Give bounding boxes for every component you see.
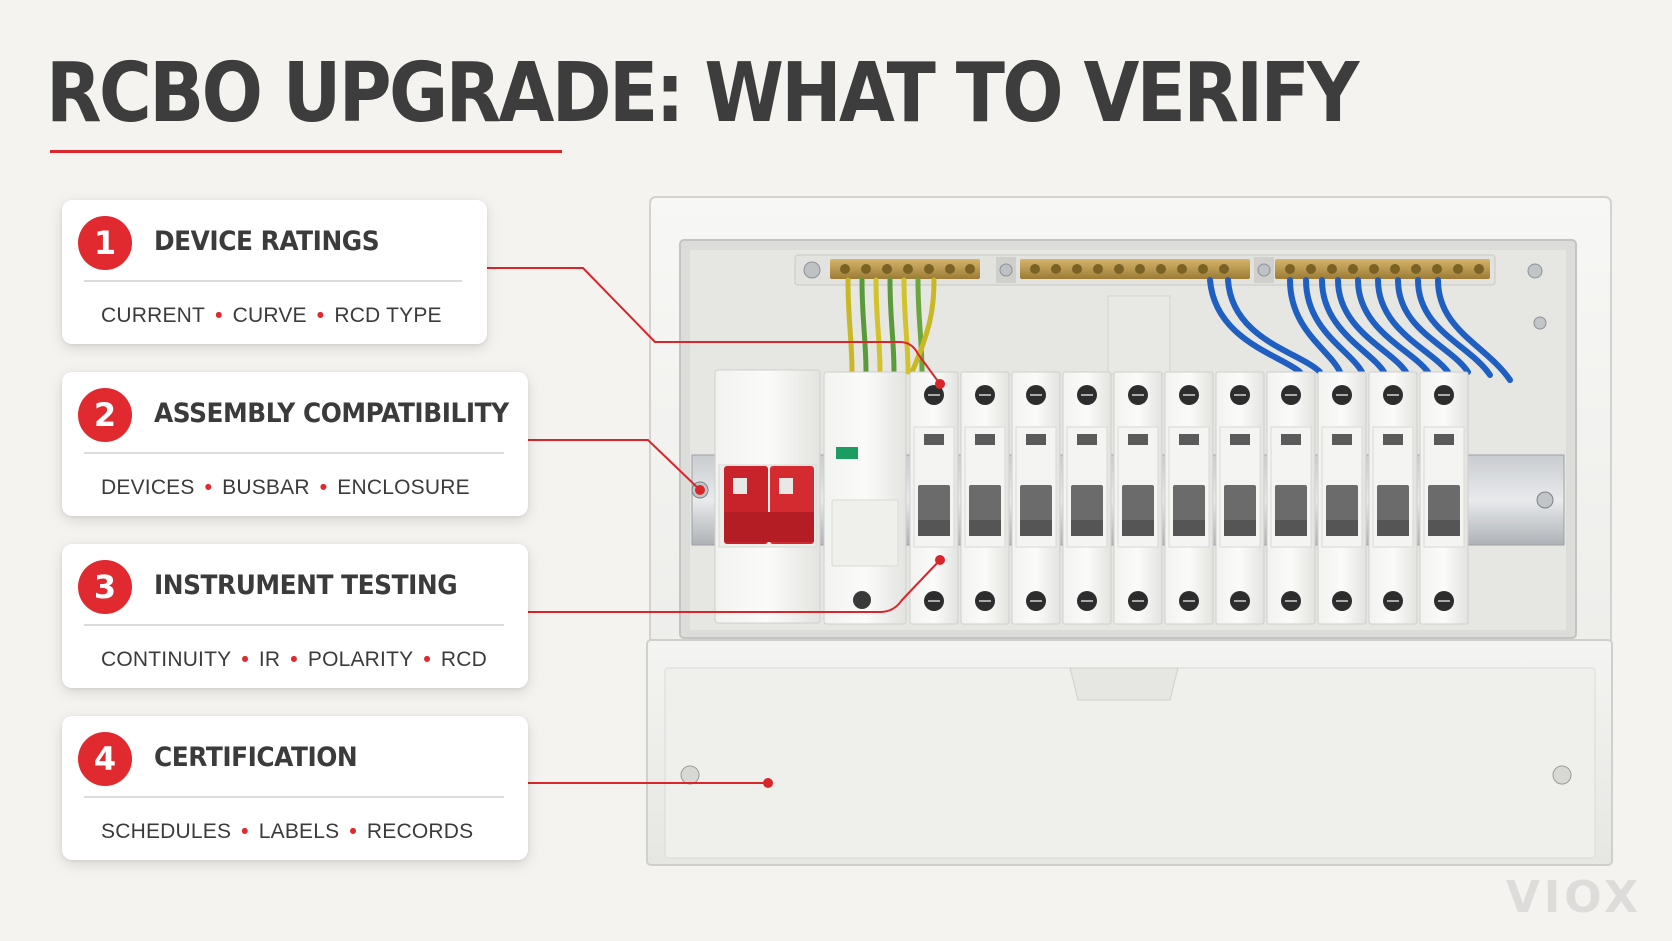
card-divider [84,796,504,798]
tag: DEVICES [101,476,195,499]
tag: CURRENT [101,304,206,327]
neutral-wires [1207,277,1513,383]
card-title: DEVICE RATINGS [154,226,380,257]
rcd-module [823,371,907,625]
card-tags: CURRENT • CURVE • RCD TYPE [101,304,442,328]
bullet-icon: • [423,648,431,671]
card-tags: SCHEDULES • LABELS • RECORDS [101,820,473,844]
tag: ENCLOSURE [337,476,470,499]
card-divider [84,280,462,282]
step-number-badge: 3 [78,560,132,614]
earth-wires [845,277,937,375]
callout-line-2 [528,439,701,491]
tag: LABELS [258,820,340,843]
card-tags: CONTINUITY • IR • POLARITY • RCD [101,648,487,672]
rcbo-modules [909,371,1469,625]
page-title: RCBO UPGRADE: WHAT TO VERIFY [46,46,1359,141]
card-title: INSTRUMENT TESTING [154,570,458,601]
bullet-icon: • [316,304,325,327]
callout-line-3 [528,559,941,613]
card-divider [84,624,504,626]
tag: RCD [440,648,487,671]
callout-lines [487,267,941,784]
step-number-badge: 4 [78,732,132,786]
card-device-ratings: 1 DEVICE RATINGS CURRENT • CURVE • RCD TYPE [62,200,487,344]
callout-dots [695,379,945,788]
step-number-badge: 2 [78,388,132,442]
busbar-terminals [803,257,1490,283]
card-divider [84,452,504,454]
tag: BUSBAR [222,476,310,499]
bullet-icon: • [319,476,328,499]
bullet-icon: • [349,820,357,843]
card-instrument-testing: 3 INSTRUMENT TESTING CONTINUITY • IR • POLAR… [62,544,528,688]
callout-line-1 [487,267,941,385]
tag: IR [258,648,281,671]
tag: CONTINUITY [101,648,232,671]
card-certification: 4 CERTIFICATION SCHEDULES • LABELS • RECORDS [62,716,528,860]
tag: CURVE [232,304,307,327]
bullet-icon: • [204,476,213,499]
bullet-icon: • [290,648,298,671]
card-title: CERTIFICATION [154,742,358,773]
viox-logo: VIOX [1505,872,1642,923]
main-switch [714,369,821,624]
tag: RECORDS [366,820,474,843]
bullet-icon: • [241,648,249,671]
tag: RCD TYPE [334,304,442,327]
tag: POLARITY [307,648,414,671]
tag: SCHEDULES [101,820,232,843]
title-underline [50,150,562,153]
bullet-icon: • [241,820,249,843]
step-number-badge: 1 [78,216,132,270]
card-tags: DEVICES • BUSBAR • ENCLOSURE [101,476,470,500]
card-assembly-compatibility: 2 ASSEMBLY COMPATIBILITY DEVICES • BUSBAR •… [62,372,528,516]
bullet-icon: • [215,304,223,327]
card-title: ASSEMBLY COMPATIBILITY [154,398,509,429]
